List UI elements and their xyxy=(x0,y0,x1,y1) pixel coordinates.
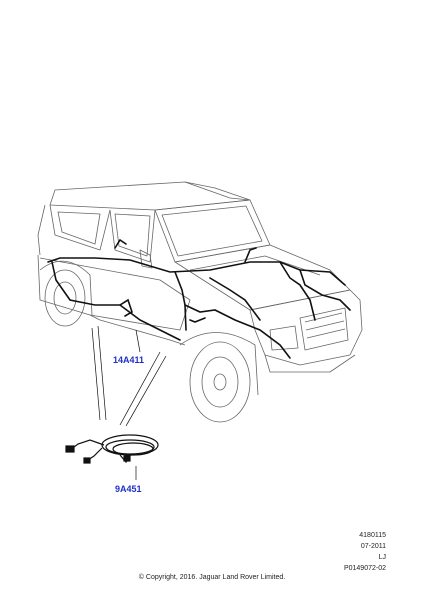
copyright-notice: © Copyright, 2016. Jaguar Land Rover Lim… xyxy=(138,574,286,581)
harness-component-9a451[interactable] xyxy=(65,434,159,464)
illustration-ref: P0149072-02 xyxy=(343,565,386,572)
author-initials: LJ xyxy=(378,554,386,561)
wiring-harness[interactable] xyxy=(47,238,351,359)
drawing-metadata: 4180115 07-2011 LJ P0149072-02 xyxy=(344,530,386,574)
callout-9a451[interactable]: 9A451 xyxy=(115,484,142,494)
drawing-date: 07-2011 xyxy=(360,543,386,550)
callout-14a411[interactable]: 14A411 xyxy=(113,355,145,365)
leader-lines xyxy=(91,325,167,480)
vehicle-outline xyxy=(37,181,363,423)
part-number: 4180115 xyxy=(359,532,386,539)
